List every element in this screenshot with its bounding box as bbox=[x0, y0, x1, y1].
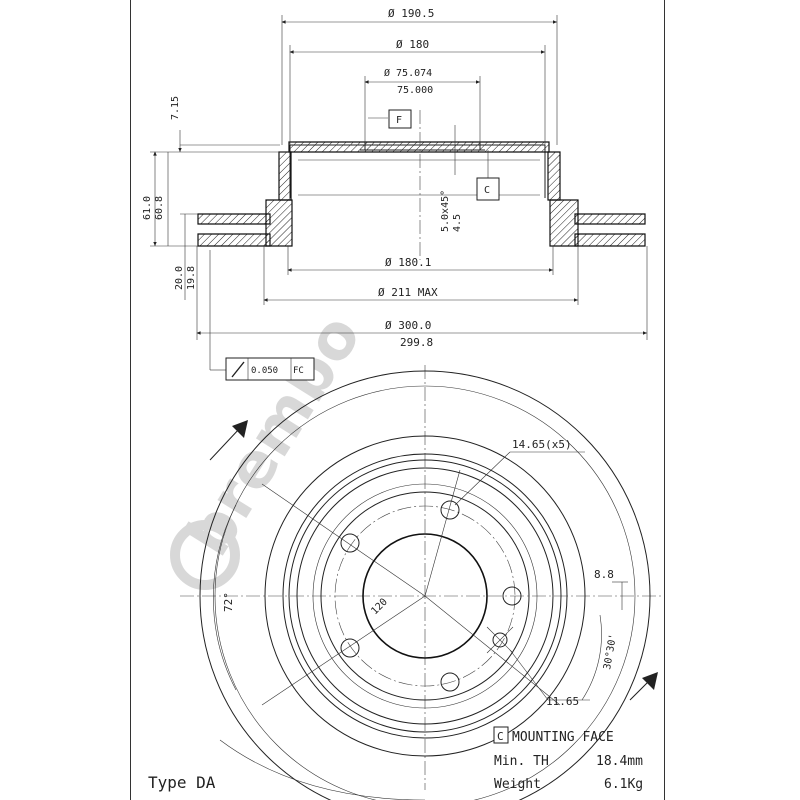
mounting-face-label: MOUNTING FACE bbox=[512, 730, 614, 745]
dim-299-8: 299.8 bbox=[400, 336, 433, 349]
angle-30-30: 30°30' bbox=[602, 633, 619, 670]
locating-hole bbox=[492, 632, 508, 648]
tolerance-ref: FC bbox=[293, 366, 304, 376]
dim-211-max: Ø 211 MAX bbox=[378, 286, 438, 299]
dim-190-5: Ø 190.5 bbox=[388, 7, 434, 20]
plan-view: 14.65(x5) 72° 120 8.8 30°30' 11.65 bbox=[180, 365, 662, 800]
pcd-120: 120 bbox=[369, 597, 390, 618]
min-th-value: 18.4mm bbox=[596, 754, 643, 769]
bolt-holes bbox=[340, 500, 522, 692]
tolerance-value: 0.050 bbox=[251, 366, 278, 376]
dim-180: Ø 180 bbox=[396, 38, 429, 51]
chamfer-label-2: 4.5 bbox=[452, 214, 463, 232]
rotation-arrow-icon bbox=[209, 420, 248, 461]
dim-7-15: 7.15 bbox=[170, 96, 181, 120]
drawing-sheet bbox=[130, 0, 665, 800]
chamfer-label-1: 5.0x45° bbox=[440, 190, 451, 232]
datum-f-label: F bbox=[396, 115, 402, 126]
dim-20-0: 20.0 bbox=[174, 266, 185, 290]
weight-label: Weight bbox=[494, 777, 541, 792]
bolt-hole-dim: 14.65(x5) bbox=[512, 438, 572, 451]
bolt-hole bbox=[340, 533, 360, 553]
rotation-arrow-icon bbox=[629, 672, 658, 701]
type-label: Type DA bbox=[148, 773, 216, 792]
mounting-box-letter: C bbox=[497, 730, 504, 743]
brembo-watermark-logo: brembo bbox=[170, 301, 375, 590]
legend: C MOUNTING FACE Min. TH 18.4mm Weight 6.… bbox=[493, 726, 643, 792]
dim-60-8: 60.8 bbox=[154, 196, 165, 220]
min-th-label: Min. TH bbox=[494, 754, 549, 769]
dim-61-0: 61.0 bbox=[142, 196, 153, 220]
runout-icon bbox=[231, 361, 245, 378]
bolt-hole bbox=[502, 586, 522, 606]
dim-8-8: 8.8 bbox=[594, 568, 614, 581]
angle-72: 72° bbox=[222, 592, 235, 612]
weight-value: 6.1Kg bbox=[604, 777, 643, 792]
datum-c-label: C bbox=[484, 185, 490, 196]
section-view: Ø 190.5 Ø 180 Ø 75.074 75.000 F C 5.0x45… bbox=[142, 7, 648, 381]
dim-75-lower: 75.000 bbox=[397, 85, 433, 96]
dim-75-upper: Ø 75.074 bbox=[384, 67, 432, 79]
bolt-hole bbox=[340, 638, 360, 658]
dim-11-65: 11.65 bbox=[546, 695, 579, 708]
bolt-hole bbox=[440, 500, 460, 520]
dim-180-1: Ø 180.1 bbox=[385, 256, 431, 269]
mounting-face-box bbox=[493, 726, 509, 744]
dim-300-0: Ø 300.0 bbox=[385, 319, 431, 332]
bolt-hole bbox=[440, 672, 460, 692]
dim-19-8: 19.8 bbox=[186, 266, 197, 290]
